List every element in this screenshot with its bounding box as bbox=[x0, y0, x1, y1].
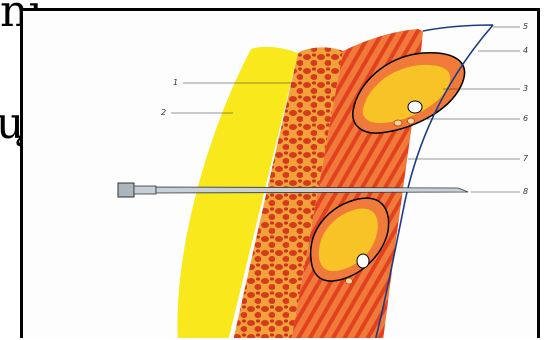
label-8: 8 bbox=[523, 187, 528, 196]
anatomy-diagram: 1 2 3 4 5 6 7 8 bbox=[23, 11, 537, 338]
label-1: 1 bbox=[173, 78, 178, 87]
label-2: 2 bbox=[161, 108, 166, 117]
label-6: 6 bbox=[523, 114, 528, 123]
upper-vessel bbox=[408, 101, 422, 113]
needle-shaft bbox=[156, 187, 468, 193]
label-5: 5 bbox=[523, 22, 528, 31]
label-7: 7 bbox=[523, 154, 529, 163]
label-4: 4 bbox=[523, 46, 528, 55]
lower-vessel bbox=[357, 254, 369, 268]
figure-frame: 1 2 3 4 5 6 7 8 bbox=[20, 8, 540, 338]
label-3: 3 bbox=[523, 84, 528, 93]
needle-hub bbox=[118, 183, 134, 197]
